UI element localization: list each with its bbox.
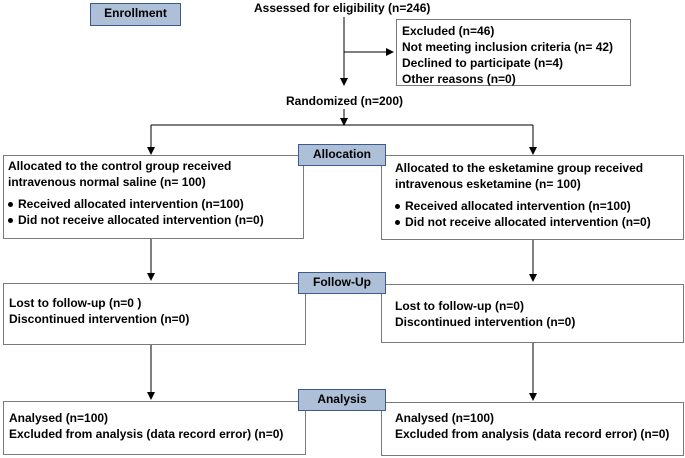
esketamine-analysed: Analysed (n=100) <box>395 411 495 425</box>
control-analysed: Analysed (n=100) <box>9 411 109 425</box>
control-allocation-title-1: Allocated to the control group received <box>8 159 232 173</box>
allocation-esketamine-box: Allocated to the esketamine group receiv… <box>381 155 684 240</box>
analysis-control-box: Analysed (n=100) Excluded from analysis … <box>3 401 306 455</box>
analysis-stage-label: Analysis <box>298 389 386 411</box>
assessed-text: Assessed for eligibility (n=246) <box>254 1 431 15</box>
control-not-received: Did not receive allocated intervention (… <box>8 212 264 228</box>
followup-control-box: Lost to follow-up (n=0 ) Discontinued in… <box>3 283 306 345</box>
control-allocation-title-2: intravenous normal saline (n= 100) <box>8 175 206 189</box>
allocation-stage-label: Allocation <box>298 144 386 166</box>
excluded-box: Excluded (n=46) Not meeting inclusion cr… <box>396 19 631 86</box>
excluded-declined: Declined to participate (n=4) <box>402 56 564 70</box>
esketamine-not-received: Did not receive allocated intervention (… <box>395 214 651 230</box>
followup-stage-label: Follow-Up <box>298 272 386 294</box>
esketamine-excluded-from-analysis: Excluded from analysis (data record erro… <box>395 427 670 441</box>
followup-esketamine-box: Lost to follow-up (n=0) Discontinued int… <box>381 284 684 343</box>
analysis-esketamine-box: Analysed (n=100) Excluded from analysis … <box>381 402 684 456</box>
randomized-text: Randomized (n=200) <box>286 94 404 108</box>
control-lost-to-followup: Lost to follow-up (n=0 ) <box>9 296 142 310</box>
esketamine-discontinued: Discontinued intervention (n=0) <box>395 315 576 329</box>
control-received: Received allocated intervention (n=100) <box>8 196 264 212</box>
excluded-criteria: Not meeting inclusion criteria (n= 42) <box>402 40 614 54</box>
enrollment-stage-label: Enrollment <box>90 3 181 26</box>
esketamine-allocation-title-2: intravenous esketamine (n= 100) <box>395 177 581 191</box>
esketamine-received: Received allocated intervention (n=100) <box>395 198 651 214</box>
control-excluded-from-analysis: Excluded from analysis (data record erro… <box>9 427 284 441</box>
excluded-other: Other reasons (n=0) <box>402 72 516 86</box>
esketamine-lost-to-followup: Lost to follow-up (n=0) <box>395 299 524 313</box>
esketamine-allocation-title-1: Allocated to the esketamine group receiv… <box>395 161 644 175</box>
control-discontinued: Discontinued intervention (n=0) <box>9 312 190 326</box>
excluded-total: Excluded (n=46) <box>402 24 495 38</box>
allocation-control-box: Allocated to the control group received … <box>3 155 304 239</box>
